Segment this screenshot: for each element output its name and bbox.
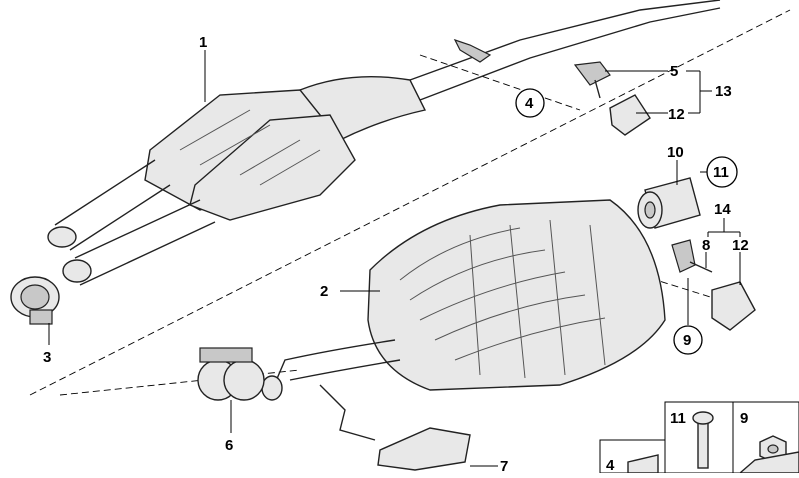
legend-box-11 (664, 401, 734, 474)
callout-9-circle (673, 325, 703, 355)
callout-4: 4 (525, 95, 534, 112)
guide-line-top (419, 54, 581, 111)
callout-4-circle (515, 88, 545, 118)
callout-7: 7 (500, 458, 508, 473)
bracket-part-7 (319, 384, 471, 471)
callout-10: 10 (667, 144, 684, 161)
callout-6: 6 (225, 437, 233, 454)
legend-box-4 (599, 439, 666, 474)
callout-11-circle (706, 156, 738, 188)
hanger-top (573, 61, 651, 136)
hanger-lower (671, 239, 756, 331)
legend-label-11: 11 (670, 410, 686, 427)
legend-label-9: 9 (740, 410, 748, 427)
legend-label-4: 4 (606, 457, 615, 473)
pipe-end-right (62, 259, 92, 283)
pipe-end-left (47, 226, 77, 248)
callout-13: 13 (715, 83, 732, 100)
callout-9: 9 (683, 332, 691, 349)
rubber-mount-part-10 (637, 177, 701, 229)
front-pipe-catalytic-converter (47, 0, 721, 286)
callout-12-top: 12 (668, 106, 685, 123)
callout-12-lower: 12 (732, 237, 749, 254)
callout-3: 3 (43, 349, 51, 366)
callout-8: 8 (702, 237, 710, 254)
callout-2: 2 (320, 283, 328, 300)
callout-5: 5 (670, 63, 678, 80)
guide-line-diagonal (29, 9, 791, 396)
rear-silencer (261, 199, 666, 401)
clamp-part-3 (10, 276, 60, 325)
callout-11: 11 (713, 164, 729, 181)
double-clamp-part-6 (197, 347, 265, 401)
callout-1: 1 (199, 34, 207, 51)
callout-14: 14 (714, 201, 731, 218)
